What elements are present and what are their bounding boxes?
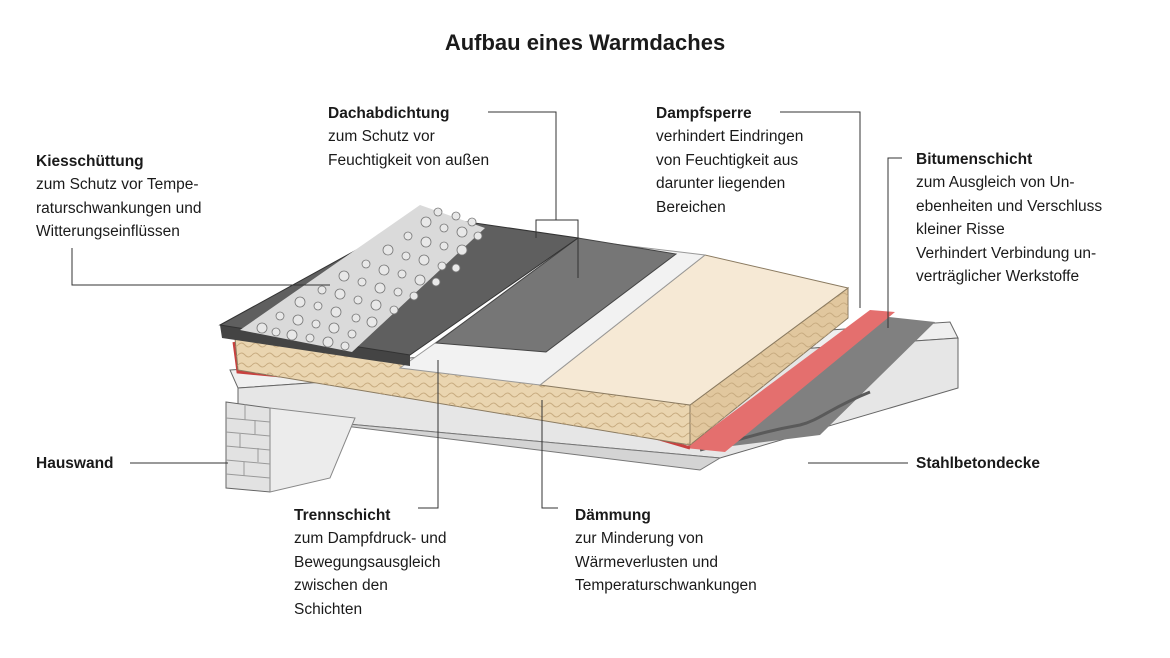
label-dampfsperre-line: Bereichen [656, 198, 726, 216]
label-dachabdichtung-line: zum Schutz vor [328, 128, 435, 146]
label-hauswand: Hauswand [36, 452, 114, 475]
label-dampfsperre-line: verhindert Eindringen [656, 128, 804, 146]
membrane-lower [434, 237, 678, 353]
label-dachabdichtung-line: Feuchtigkeit von außen [328, 151, 490, 169]
leader-trennschicht [418, 360, 439, 509]
wall-side [269, 407, 356, 493]
gravel-layer [240, 205, 485, 352]
label-hauswand-title: Hauswand [36, 455, 114, 472]
house-wall [225, 401, 356, 493]
label-trennschicht-line: Bewegungsausgleich [294, 553, 441, 571]
leader-dachabdichtung-bracket [535, 219, 579, 278]
leader-dampfsperre [780, 111, 861, 308]
label-kiesschuettung-line: zum Schutz vor Tempe- [36, 176, 199, 194]
label-bitumenschicht-line: zum Ausgleich von Un- [916, 174, 1075, 192]
label-bitumenschicht: Bitumenschicht zum Ausgleich von Un- ebe… [916, 148, 1102, 288]
label-bitumenschicht-line: verträglicher Werkstoffe [916, 268, 1080, 286]
label-stahlbetondecke: Stahlbetondecke [916, 452, 1040, 475]
label-dampfsperre-title: Dampfsperre [656, 105, 752, 122]
leader-kies [71, 248, 330, 286]
label-trennschicht-line: zum Dampfdruck- und [294, 530, 447, 548]
label-daemmung-line: zur Minderung von [575, 530, 704, 548]
label-bitumenschicht-line: kleiner Risse [916, 221, 1005, 239]
label-bitumenschicht-line: Verhindert Verbindung un- [916, 244, 1097, 262]
diagram-title: Aufbau eines Warmdaches [444, 30, 726, 55]
label-dachabdichtung-title: Dachabdichtung [328, 105, 450, 122]
label-daemmung-line: Wärmeverlusten und [575, 553, 719, 571]
label-dachabdichtung: Dachabdichtung zum Schutz vor Feuchtigke… [328, 102, 489, 172]
label-dampfsperre: Dampfsperre verhindert Eindringen von Fe… [656, 102, 803, 219]
label-trennschicht: Trennschicht zum Dampfdruck- und Bewegun… [294, 504, 446, 621]
label-bitumenschicht-line: ebenheiten und Verschluss [916, 197, 1103, 215]
label-trennschicht-line: zwischen den [294, 577, 388, 595]
leader-dachabdichtung [488, 111, 557, 220]
label-dampfsperre-line: darunter liegenden [656, 175, 786, 193]
label-dampfsperre-line: von Feuchtigkeit aus [656, 151, 799, 169]
leader-bitumen [887, 157, 902, 328]
vapor-barrier-top [685, 310, 895, 452]
label-daemmung-line: Temperaturschwankungen [575, 577, 757, 595]
label-trennschicht-line: Schichten [294, 600, 363, 618]
leader-daemmung [541, 400, 558, 509]
label-daemmung: Dämmung zur Minderung von Wärmeverlusten… [575, 504, 757, 598]
label-stahlbetondecke-title: Stahlbetondecke [916, 455, 1041, 472]
label-kiesschuettung-line: Witterungseinflüssen [36, 223, 180, 241]
label-kiesschuettung-line: raturschwankungen und [36, 199, 202, 217]
leader-lines [71, 111, 908, 509]
wall-bricks [225, 404, 271, 479]
label-daemmung-title: Dämmung [575, 507, 651, 524]
label-kiesschuettung: Kiesschüttung zum Schutz vor Tempe- ratu… [36, 150, 201, 244]
label-bitumenschicht-title: Bitumenschicht [916, 151, 1033, 168]
label-trennschicht-title: Trennschicht [294, 507, 391, 524]
label-kiesschuettung-title: Kiesschüttung [36, 153, 144, 170]
insulation [234, 254, 850, 447]
